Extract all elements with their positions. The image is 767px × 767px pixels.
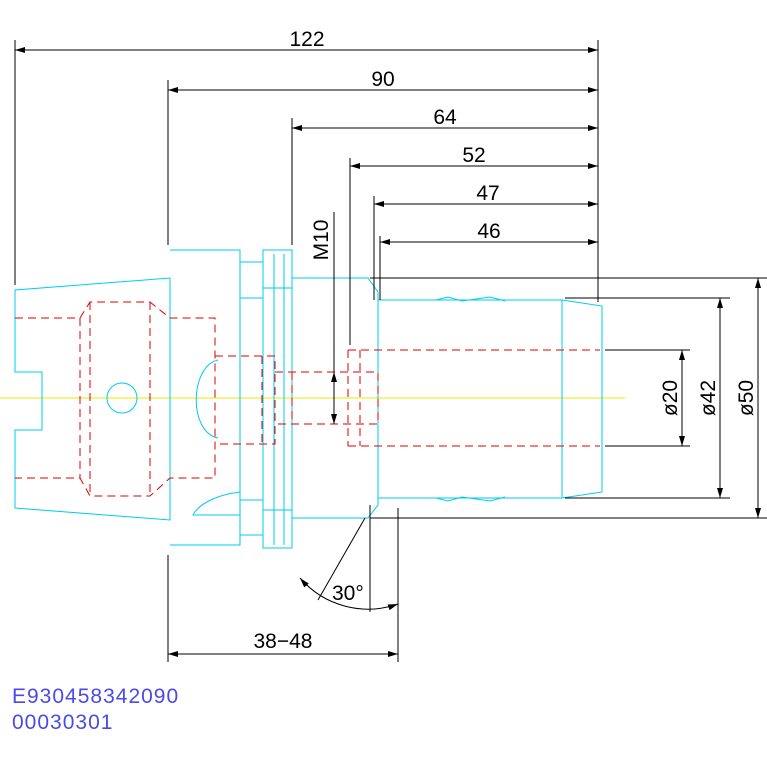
part-code-line-1: E930458342090 (12, 685, 180, 708)
dim-47: 47 (476, 182, 499, 205)
hidden-lines (15, 301, 600, 497)
dim-46: 46 (477, 220, 500, 243)
dim-90: 90 (371, 68, 394, 91)
dim-122: 122 (289, 28, 324, 51)
dim-dia-50: ø50 (735, 380, 758, 416)
dim-64: 64 (433, 106, 457, 129)
part-code-line-2: 00030301 (12, 711, 114, 734)
dim-52: 52 (462, 144, 485, 167)
dim-dia-42: ø42 (697, 380, 720, 416)
dim-38-48: 38−48 (254, 630, 313, 653)
dim-angle-30: 30° (332, 582, 364, 605)
dimension-lines (14, 40, 767, 662)
part-outline (14, 249, 603, 549)
cross-hole (106, 382, 138, 414)
dim-dia-20: ø20 (659, 380, 682, 416)
dim-m10: M10 (310, 220, 333, 261)
